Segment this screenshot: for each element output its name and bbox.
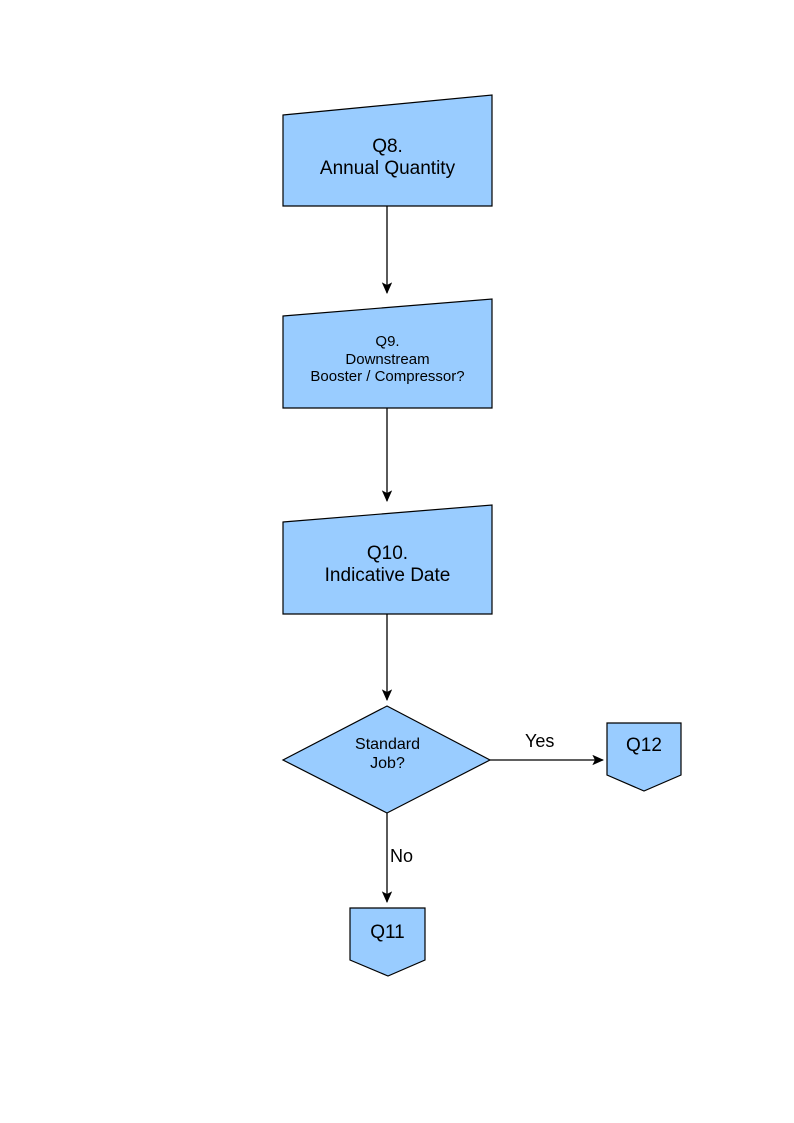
edge-label-yes: Yes <box>525 731 555 751</box>
node-q8-shape[interactable] <box>282 94 493 207</box>
edge-label-no: No <box>390 846 414 866</box>
node-q12-shape[interactable] <box>606 722 682 792</box>
node-q10-shape[interactable] <box>282 504 493 615</box>
node-q9-shape[interactable] <box>282 298 493 409</box>
node-decision-shape[interactable] <box>281 705 492 814</box>
node-q11-shape[interactable] <box>349 907 426 977</box>
